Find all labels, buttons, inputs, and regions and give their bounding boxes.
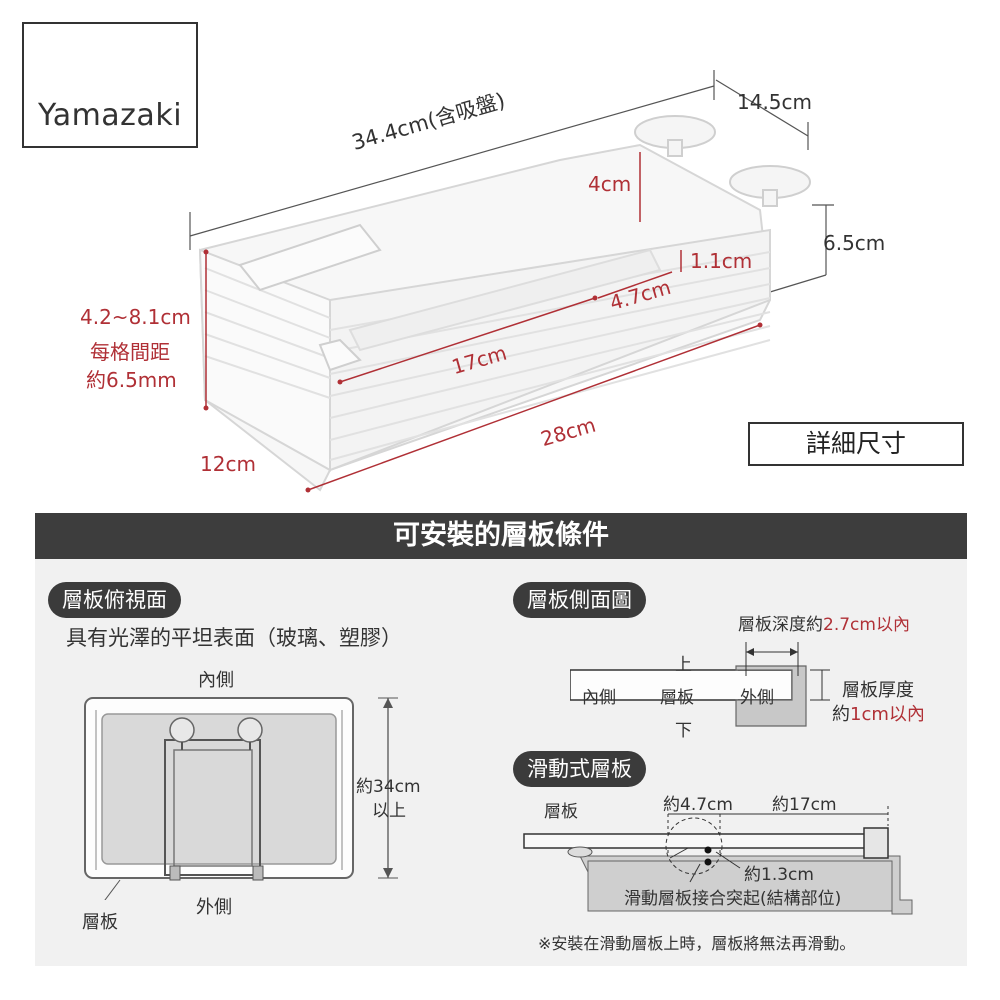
sliding-joint-label: 滑動層板接合突起(結構部位) <box>624 889 842 909</box>
top-view-inner-label: 內側 <box>198 670 234 691</box>
dim-spacing-range-label: 4.2~8.1cm <box>80 305 191 329</box>
section-title: 可安裝的層板條件 <box>35 513 967 559</box>
dim-suction-height-label: 4cm <box>588 172 632 196</box>
sliding-height-label: 約1.3cm <box>744 865 814 885</box>
side-view-depth-prefix: 層板深度約 <box>738 615 823 635</box>
sliding-shelf-pill: 滑動式層板 <box>513 751 646 787</box>
side-view-down-label: 下 <box>675 721 692 741</box>
side-view-pill: 層板側面圖 <box>513 582 646 618</box>
side-view-depth-value: 2.7cm以內 <box>823 615 910 635</box>
side-view-depth-note: 層板深度約2.7cm以內 <box>738 610 910 635</box>
dim-tray-height-label: 6.5cm <box>823 231 886 255</box>
top-view-outer-label: 外側 <box>196 897 232 918</box>
dim-spacing-value: 約6.5mm <box>86 368 177 392</box>
sliding-shelf-diagram <box>523 806 913 915</box>
side-view-thickness-line1: 層板厚度 <box>842 680 914 701</box>
dim-spacing-title: 每格間距 <box>90 340 170 364</box>
top-view-desc: 具有光澤的平坦表面（玻璃、塑膠） <box>66 626 402 650</box>
brand-name: Yamazaki <box>38 98 183 133</box>
side-view-shelf-label: 層板 <box>660 688 694 708</box>
shelf-side-view-diagram <box>570 642 830 727</box>
top-view-pill: 層板俯視面 <box>48 582 181 618</box>
side-view-outer-label: 外側 <box>740 688 774 708</box>
brand-logo: Yamazaki <box>22 22 198 148</box>
side-view-thickness-prefix: 約 <box>832 704 850 725</box>
dim-base-width-label: 12cm <box>200 452 256 476</box>
product-illustration <box>189 70 834 493</box>
top-view-depth-line2: 以上 <box>372 801 406 821</box>
side-view-up-label: 上 <box>675 655 692 675</box>
side-view-inner-label: 內側 <box>582 688 616 708</box>
dim-slot-width-label: 1.1cm <box>690 249 753 273</box>
sliding-width1-label: 約4.7cm <box>663 795 733 815</box>
sliding-width2-label: 約17cm <box>772 795 837 815</box>
shelf-top-view-diagram <box>84 697 398 900</box>
detail-size-button[interactable]: 詳細尺寸 <box>748 422 964 466</box>
side-view-thickness-line2: 約1cm以內 <box>832 700 925 726</box>
sliding-note: ※安裝在滑動層板上時，層板將無法再滑動。 <box>538 934 856 953</box>
dim-depth-label: 14.5cm <box>737 90 813 114</box>
side-view-thickness-value: 1cm以內 <box>850 704 925 725</box>
top-view-shelf-label: 層板 <box>82 912 118 933</box>
top-view-depth-line1: 約34cm <box>356 777 421 797</box>
sliding-shelf-label: 層板 <box>544 802 578 822</box>
